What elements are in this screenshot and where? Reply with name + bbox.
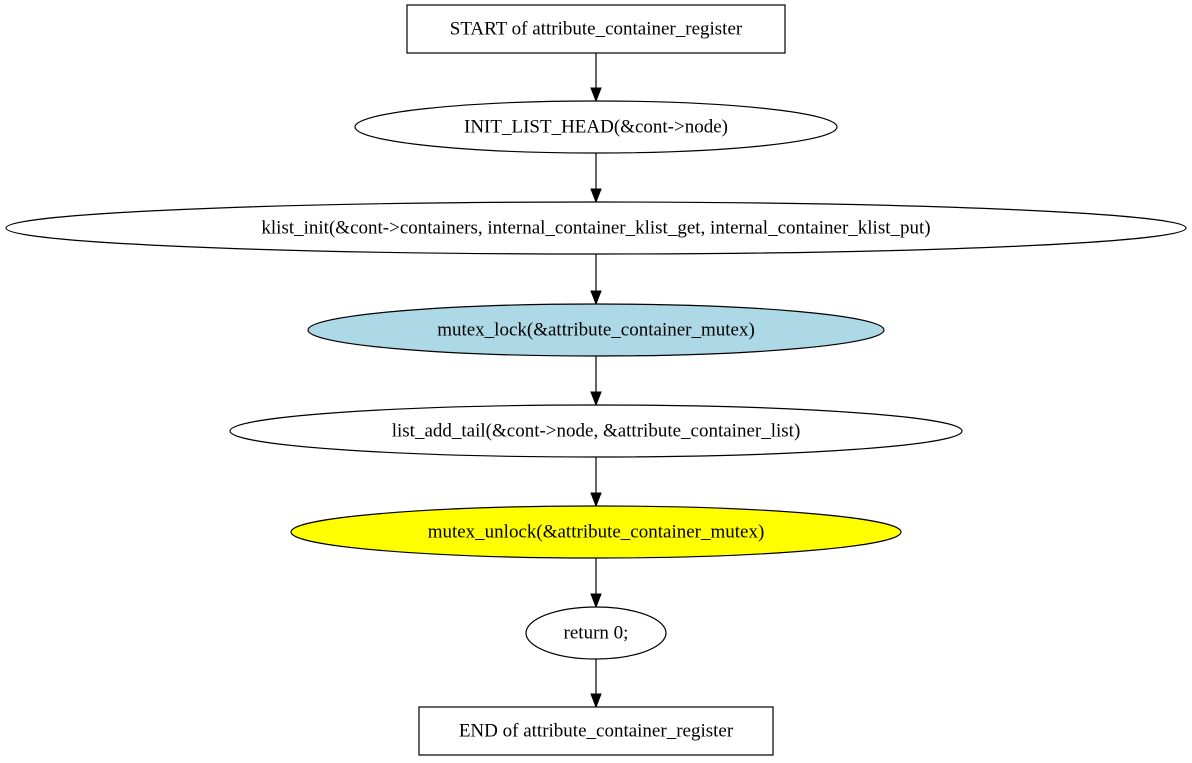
arrowhead-icon <box>590 391 602 407</box>
edge-init-list-head-to-klist-init <box>590 153 602 204</box>
nodes: START of attribute_container_registerINI… <box>5 4 1187 756</box>
node-init-list-head: INIT_LIST_HEAD(&cont->node) <box>354 100 838 154</box>
node-klist-init: klist_init(&cont->containers, internal_c… <box>5 201 1187 255</box>
node-end: END of attribute_container_register <box>418 706 774 756</box>
arrowhead-icon <box>590 87 602 103</box>
arrowhead-icon <box>590 290 602 306</box>
node-start: START of attribute_container_register <box>406 4 786 54</box>
node-label: INIT_LIST_HEAD(&cont->node) <box>464 117 728 138</box>
node-label: mutex_unlock(&attribute_container_mutex) <box>428 522 765 543</box>
node-label: return 0; <box>564 623 629 644</box>
node-ellipse <box>354 100 838 154</box>
edge-mutex-unlock-to-return-zero <box>590 558 602 609</box>
arrowhead-icon <box>590 492 602 508</box>
arrowhead-icon <box>590 693 602 709</box>
edge-mutex-lock-to-list-add-tail <box>590 356 602 407</box>
edge-return-zero-to-end <box>590 659 602 709</box>
edge-klist-init-to-mutex-lock <box>590 254 602 306</box>
node-return-zero: return 0; <box>525 606 667 660</box>
edge-list-add-tail-to-mutex-unlock <box>590 457 602 508</box>
node-mutex-lock: mutex_lock(&attribute_container_mutex) <box>307 303 885 357</box>
node-ellipse <box>525 606 667 660</box>
node-ellipse <box>307 303 885 357</box>
node-label: list_add_tail(&cont->node, &attribute_co… <box>392 421 801 442</box>
node-label: mutex_lock(&attribute_container_mutex) <box>437 320 755 341</box>
node-list-add-tail: list_add_tail(&cont->node, &attribute_co… <box>229 404 963 458</box>
node-label: START of attribute_container_register <box>450 19 743 40</box>
node-mutex-unlock: mutex_unlock(&attribute_container_mutex) <box>290 505 902 559</box>
node-box <box>406 4 786 54</box>
node-ellipse <box>5 201 1187 255</box>
node-box <box>418 706 774 756</box>
node-ellipse <box>229 404 963 458</box>
edge-start-to-init-list-head <box>590 53 602 103</box>
node-ellipse <box>290 505 902 559</box>
node-label: END of attribute_container_register <box>459 721 734 742</box>
arrowhead-icon <box>590 188 602 204</box>
arrowhead-icon <box>590 593 602 609</box>
node-label: klist_init(&cont->containers, internal_c… <box>261 218 930 239</box>
edges <box>590 53 602 709</box>
